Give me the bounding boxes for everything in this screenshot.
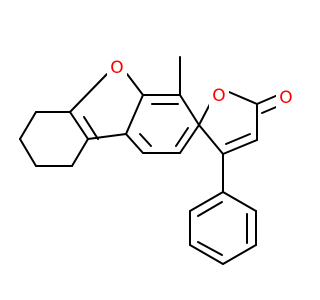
molecule-canvas: O O O [19, 56, 296, 265]
bond [126, 73, 144, 96]
structure-diagram: O O O [19, 56, 296, 265]
bond [189, 244, 224, 265]
pyranone-oxygen-background [209, 86, 229, 108]
bond [139, 133, 152, 147]
bond [189, 191, 224, 212]
furan-oxygen-background [107, 58, 127, 80]
bond [228, 91, 258, 105]
bond [125, 94, 144, 135]
bond [222, 191, 257, 212]
bond [69, 73, 108, 113]
carbonyl-oxygen-label: O [279, 88, 292, 108]
bond [256, 94, 279, 105]
bond [222, 244, 257, 265]
bond [71, 138, 89, 167]
bond [197, 201, 223, 217]
bond-set [19, 56, 282, 265]
bond [222, 139, 258, 155]
bond [198, 124, 224, 155]
bond [179, 124, 200, 154]
bond [19, 111, 37, 140]
pyranone-ring-oxygen-label: O [212, 86, 225, 106]
bond [19, 138, 37, 167]
bond [125, 133, 144, 154]
bond [198, 103, 211, 126]
bond [87, 133, 127, 140]
bond [197, 241, 223, 256]
bond [175, 127, 189, 147]
atom-labels: O O O [107, 58, 296, 110]
bond [83, 116, 99, 140]
furan-oxygen-label: O [110, 58, 123, 78]
carbonyl-oxygen-background [276, 88, 296, 110]
bond [225, 133, 251, 145]
bond [69, 111, 89, 140]
bond [179, 94, 200, 126]
